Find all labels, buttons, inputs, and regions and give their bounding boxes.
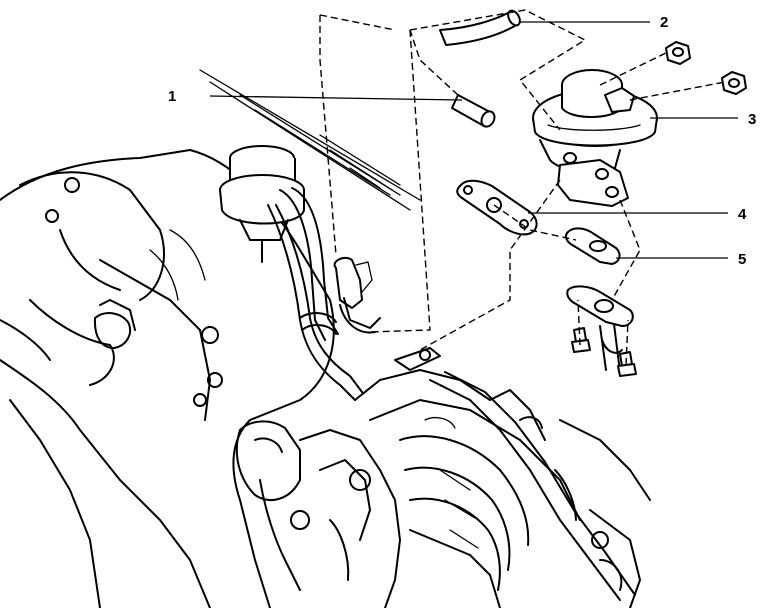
intake-throttle-body [235, 347, 651, 608]
callout-5: 5 [738, 251, 746, 268]
egr-pipe-gasket [565, 227, 621, 265]
egr-valve-nut-second [721, 71, 747, 95]
flange-bolt-second [617, 351, 637, 377]
callout-2: 2 [660, 14, 668, 31]
valve-cover [199, 69, 421, 211]
vacuum-modulator [219, 145, 305, 263]
callout-4: 4 [738, 206, 747, 223]
callout-1: 1 [168, 88, 176, 105]
flange-bolt [571, 327, 591, 353]
egr-pipe-flange [566, 285, 634, 373]
callout-3: 3 [748, 111, 756, 128]
connector [333, 256, 381, 334]
vacuum-hoses [267, 187, 363, 401]
egr-valve [532, 69, 658, 207]
callout-leaders [209, 21, 738, 259]
vacuum-hose [439, 9, 521, 46]
hose-fitting [451, 94, 496, 128]
egr-valve-nut [665, 41, 691, 65]
assembly-dashed-lines [319, 9, 726, 366]
